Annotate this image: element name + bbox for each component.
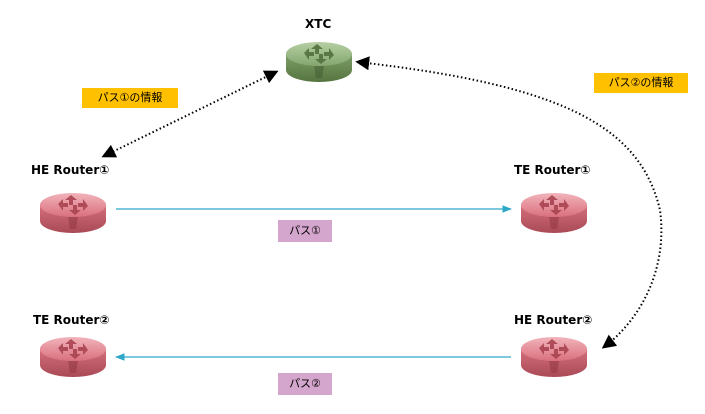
info-path-1-tag: パス①の情報 <box>82 88 178 108</box>
te-router-2-icon <box>40 337 106 377</box>
he-router-1-icon <box>40 193 106 233</box>
he-router-2-label: HE Router② <box>514 313 593 327</box>
te-router-1-label: TE Router① <box>514 163 591 177</box>
he-router-1-label: HE Router① <box>31 163 110 177</box>
path-2-tag: パス② <box>278 373 332 395</box>
info-path-2-tag: パス②の情報 <box>594 73 688 93</box>
xtc-label: XTC <box>305 17 332 31</box>
te-router-2-label: TE Router② <box>33 313 110 327</box>
path-1-tag: パス① <box>278 220 332 242</box>
info-link-he-router-2 <box>355 56 663 349</box>
he-router-2-icon <box>521 337 587 377</box>
info-link-he-router-1 <box>101 70 279 158</box>
te-router-1-icon <box>521 193 587 233</box>
xtc-controller-icon <box>286 42 352 82</box>
